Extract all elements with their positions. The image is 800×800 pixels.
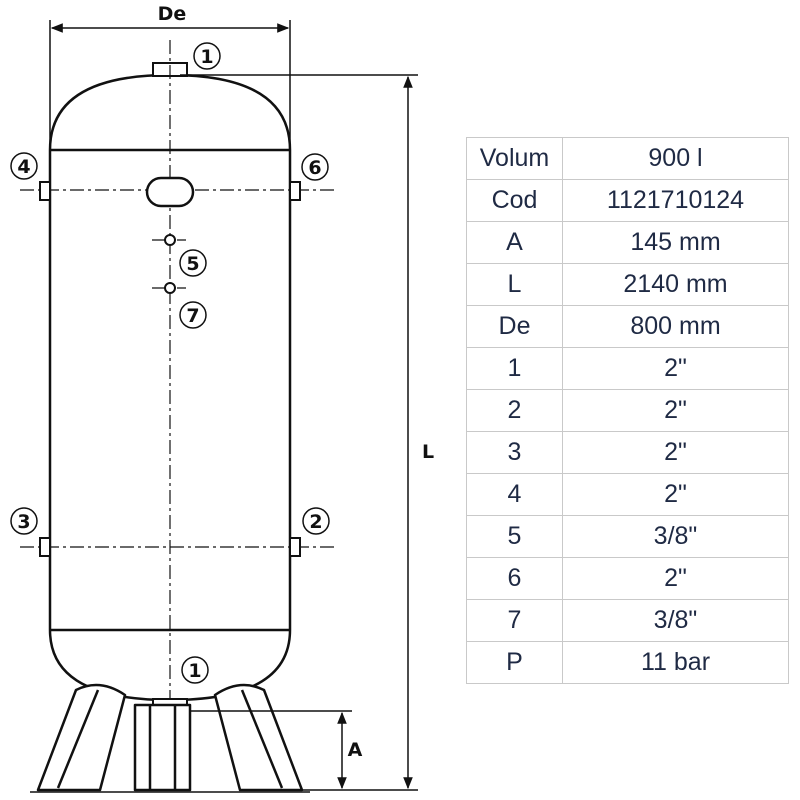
spec-key: 1 [466,347,563,390]
spec-key: 3 [466,431,563,474]
callout-6: 6 [301,153,329,181]
dimension-l-label: L [422,441,434,463]
svg-text:7: 7 [186,305,199,327]
svg-text:3: 3 [17,511,30,533]
dimension-de [49,20,291,150]
nozzle-6 [289,181,301,201]
svg-text:2: 2 [309,511,322,533]
spec-value: 800 mm [562,305,789,348]
dimension-de-label: De [158,3,187,25]
svg-text:5: 5 [186,253,199,275]
spec-key: 4 [466,473,563,516]
spec-value: 2" [562,347,789,390]
spec-key: A [466,221,563,264]
spec-value: 3/8" [562,515,789,558]
spec-value: 11 bar [562,641,789,684]
spec-key: De [466,305,563,348]
fitting-5 [164,234,176,246]
spec-value: 2" [562,431,789,474]
callout-7: 7 [179,301,207,329]
spec-key: P [466,641,563,684]
fitting-7 [164,282,176,294]
dimension-l [180,74,418,791]
spec-key: L [466,263,563,306]
spec-key: Cod [466,179,563,222]
callout-1-top: 1 [193,42,221,70]
callout-5: 5 [179,249,207,277]
callout-4: 4 [10,152,38,180]
spec-key: 5 [466,515,563,558]
svg-text:1: 1 [200,46,213,68]
dimension-a [190,710,352,790]
spec-value: 2" [562,473,789,516]
spec-value: 2" [562,557,789,600]
tank-drawing: De L A 1 1 2 3 4 5 6 7 [10,3,434,793]
spec-key: Volum [466,137,563,180]
spec-value: 900 l [562,137,789,180]
nozzle-2 [289,537,301,557]
svg-text:6: 6 [308,157,321,179]
svg-text:4: 4 [17,156,30,178]
callout-2: 2 [302,507,330,535]
svg-text:1: 1 [188,660,201,682]
spec-key: 6 [466,557,563,600]
nozzle-4 [39,181,51,201]
spec-value: 2140 mm [562,263,789,306]
callout-3: 3 [10,507,38,535]
spec-key: 2 [466,389,563,432]
callout-1-bottom: 1 [181,656,209,684]
manhole [145,176,195,208]
spec-value: 1121710124 [562,179,789,222]
spec-value: 2" [562,389,789,432]
spec-key: 7 [466,599,563,642]
spec-value: 3/8" [562,599,789,642]
spec-value: 145 mm [562,221,789,264]
nozzle-3 [39,537,51,557]
dimension-a-label: A [348,739,363,761]
